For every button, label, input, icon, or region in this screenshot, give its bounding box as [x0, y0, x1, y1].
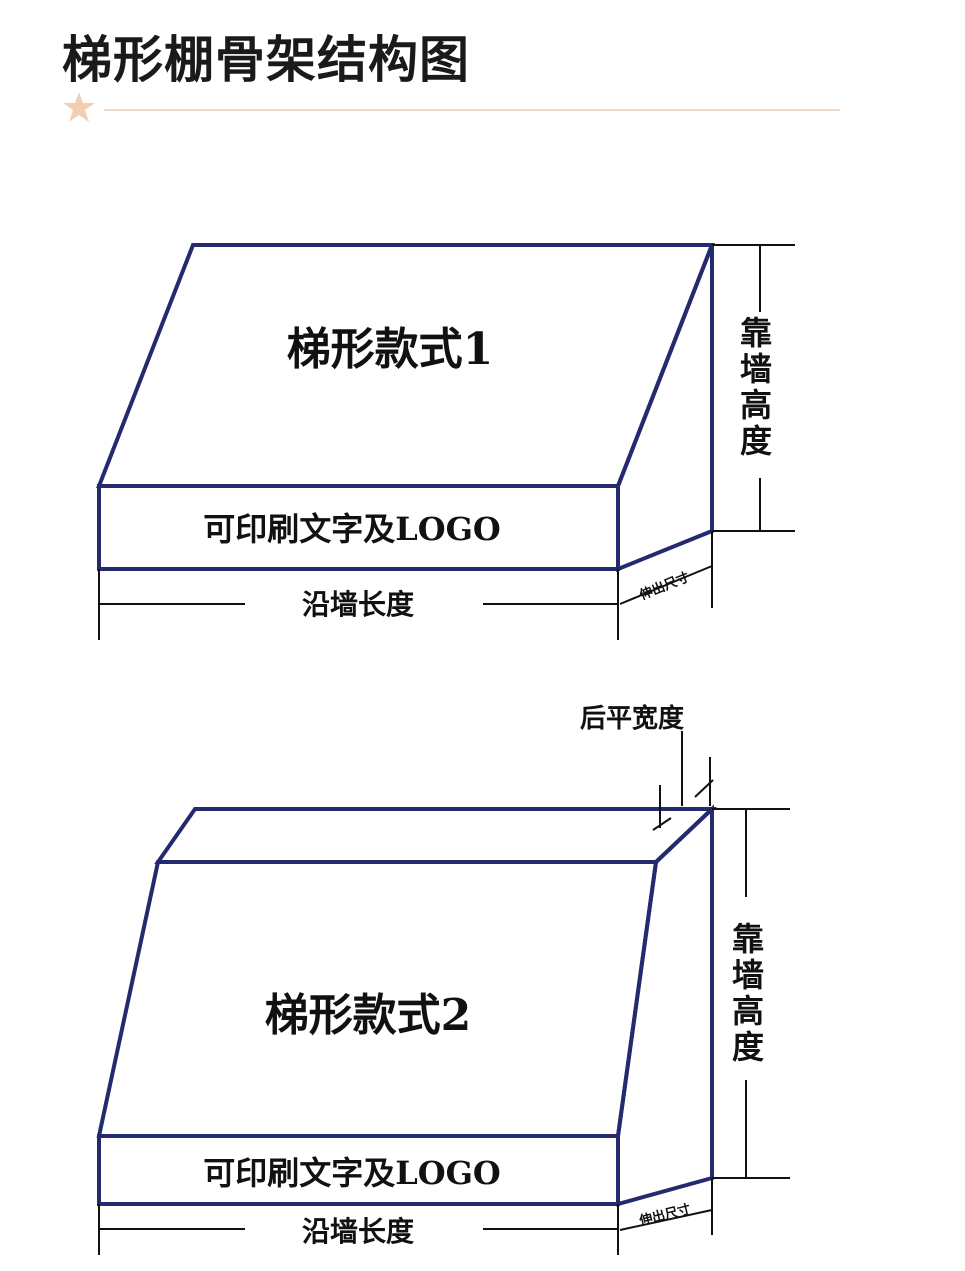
- trapezoid-awning-diagram-1: 梯形款式1 可印刷文字及LOGO 沿墙长度 靠 墙 高 度 伸出尺寸: [96, 243, 795, 640]
- style-label-1: 梯形款式1: [287, 324, 494, 375]
- height-char-2c: 高: [732, 992, 764, 1030]
- height-char-2d: 度: [732, 1028, 764, 1066]
- extension-dimension-2: 伸出尺寸: [619, 1178, 713, 1235]
- height-char-1a: 靠: [740, 314, 772, 352]
- page-title: 梯形棚骨架结构图: [62, 30, 470, 89]
- extension-dimension-1: 伸出尺寸: [619, 531, 713, 608]
- front-label-2: 可印刷文字及LOGO: [203, 1154, 501, 1192]
- top-flat-panel-2: [154, 807, 718, 864]
- length-label-1: 沿墙长度: [302, 588, 414, 621]
- star-icon: [63, 92, 95, 122]
- height-char-1c: 高: [740, 386, 772, 424]
- back-width-label-2: 后平宽度: [580, 703, 684, 734]
- front-label-1: 可印刷文字及LOGO: [203, 510, 501, 548]
- title-divider: [104, 109, 840, 111]
- awning-frame-2: [96, 804, 718, 1207]
- height-char-1b: 墙: [740, 350, 772, 388]
- height-char-2a: 靠: [732, 920, 764, 958]
- side-panel-2: [616, 804, 714, 1207]
- length-dimension-2: 沿墙长度: [98, 1204, 619, 1255]
- extension-label-1: 伸出尺寸: [636, 569, 691, 604]
- style-label-2: 梯形款式2: [265, 990, 472, 1041]
- height-dimension-2: 靠 墙 高 度: [712, 808, 790, 1179]
- height-char-1d: 度: [740, 422, 772, 460]
- extension-label-2: 伸出尺寸: [637, 1201, 692, 1229]
- back-width-dimension-2: 后平宽度: [580, 703, 714, 831]
- side-panel-1: [616, 244, 714, 572]
- length-label-2: 沿墙长度: [302, 1215, 414, 1248]
- height-dimension-1: 靠 墙 高 度: [712, 244, 795, 532]
- height-char-2b: 墙: [732, 956, 764, 994]
- length-dimension-1: 沿墙长度: [98, 569, 619, 640]
- trapezoid-awning-diagram-2: 梯形款式2 可印刷文字及LOGO 沿墙长度 靠 墙 高 度 伸出尺寸: [96, 703, 790, 1255]
